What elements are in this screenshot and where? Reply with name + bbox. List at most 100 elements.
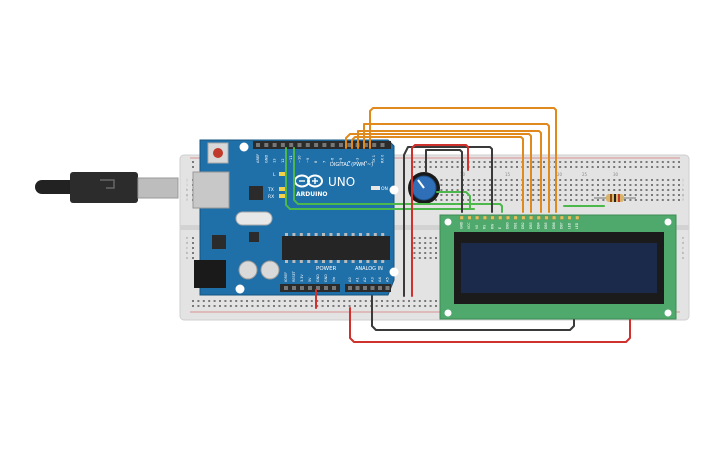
led-label-l: L — [273, 172, 276, 178]
power-pin-label: 3.3V — [300, 274, 304, 282]
wires[interactable] — [285, 107, 631, 343]
usb-cable[interactable] — [35, 172, 179, 203]
wire-orange[interactable] — [351, 136, 524, 213]
lcd-pin-row — [459, 215, 580, 220]
row-label: b — [682, 250, 685, 255]
column-mark: 30 — [613, 172, 619, 177]
row-label: i — [186, 182, 187, 187]
digital-pin-label: 2 — [364, 161, 368, 163]
digital-pin-label: ~5 — [339, 158, 343, 163]
analog-header[interactable] — [345, 284, 391, 292]
digital-header-label: DIGITAL (PWM ~) — [330, 162, 373, 168]
usb-icon — [100, 179, 115, 189]
wire-orange[interactable] — [345, 133, 532, 213]
lcd-pin-label: DB7 — [560, 222, 564, 229]
digital-pin-label: ~10 — [298, 155, 302, 163]
digital-pin-label: ~9 — [306, 157, 310, 163]
row-label: f — [186, 197, 188, 202]
row-label: d — [186, 240, 189, 245]
analog-pin-label: A5 — [386, 277, 390, 282]
digital-header[interactable] — [253, 141, 391, 149]
row-label: i — [682, 182, 683, 187]
wire-red[interactable] — [349, 307, 631, 343]
lcd-screen — [461, 243, 657, 293]
lcd-pin-label: DB4 — [537, 222, 541, 229]
brand-label: ARDUINO — [296, 191, 327, 198]
row-label: b — [186, 250, 189, 255]
knob-indicator — [417, 179, 425, 189]
led-tx — [279, 187, 287, 191]
wire-orange[interactable] — [369, 107, 557, 213]
column-mark: 25 — [582, 172, 588, 177]
led-label-rx: RX — [268, 194, 274, 200]
row-label: j — [681, 177, 683, 182]
digital-pin-label: 4 — [347, 160, 351, 163]
power-pin-label: GND — [324, 274, 328, 282]
analog-pin-label: A1 — [356, 277, 360, 282]
crystal — [235, 211, 273, 226]
row-label: f — [682, 197, 684, 202]
wire-black[interactable] — [425, 149, 463, 213]
analog-pin-label: A3 — [371, 277, 375, 282]
column-mark: 15 — [505, 172, 511, 177]
wire-green[interactable] — [436, 191, 471, 210]
atmega-chip — [282, 236, 390, 260]
capacitor — [238, 260, 258, 280]
wire-green[interactable] — [293, 147, 503, 213]
digital-pin-label: RX 0 — [381, 154, 385, 163]
analog-pin-label: A2 — [363, 277, 367, 282]
power-pin-label: 5V — [308, 277, 312, 282]
led-label-tx: TX — [267, 187, 274, 193]
analog-header-label: ANALOG IN — [355, 266, 383, 272]
wire-red[interactable] — [411, 144, 469, 297]
digital-pin-label: ~11 — [289, 155, 293, 163]
wire-black[interactable] — [371, 295, 575, 331]
row-label: j — [185, 177, 187, 182]
usb-jack — [192, 171, 230, 209]
lcd-pin-label: GND — [460, 221, 464, 229]
digital-pin-label: ~6 — [331, 157, 335, 163]
analog-pin-label: A0 — [348, 277, 352, 282]
lcd-pin-label: LED — [575, 222, 579, 229]
row-label: h — [186, 187, 189, 192]
digital-pin-label: GND — [264, 155, 268, 163]
lcd-pin-label: LED — [567, 222, 571, 229]
row-label: g — [186, 192, 189, 197]
row-label: a — [682, 255, 684, 260]
power-jack — [194, 260, 226, 288]
digital-pin-label: 12 — [281, 158, 285, 163]
lcd-pin-label: DB0 — [506, 222, 510, 229]
power-pin-label: GND — [316, 274, 320, 282]
lcd-pin-label: DB2 — [521, 222, 525, 229]
power-header-label: POWER — [316, 266, 337, 272]
digital-pin-label: AREF — [256, 154, 260, 163]
on-label: ON — [381, 186, 388, 192]
resistor[interactable] — [594, 194, 636, 202]
lcd-pin-label: DB1 — [513, 222, 517, 229]
wire-black[interactable] — [403, 146, 493, 297]
lcd-pin-label: VCC — [467, 222, 471, 229]
row-label: c — [682, 245, 684, 250]
wire-orange[interactable] — [363, 123, 550, 213]
column-mark: 20 — [557, 172, 563, 177]
lcd-pin-label: E — [498, 227, 502, 229]
analog-pin-label: A4 — [378, 277, 382, 282]
digital-pin-label: TX 1 — [372, 155, 376, 164]
led-rx — [279, 194, 287, 198]
row-label: g — [682, 192, 685, 197]
lcd-pin-label: DB5 — [544, 222, 548, 229]
digital-pin-label: 7 — [322, 161, 326, 163]
lcd-pin-label: DB6 — [552, 222, 556, 229]
row-label: e — [186, 235, 189, 240]
wire-green[interactable] — [285, 147, 475, 210]
row-label: h — [682, 187, 685, 192]
digital-pin-label: 8 — [314, 160, 318, 163]
lcd-pin-label: V0 — [475, 225, 479, 229]
